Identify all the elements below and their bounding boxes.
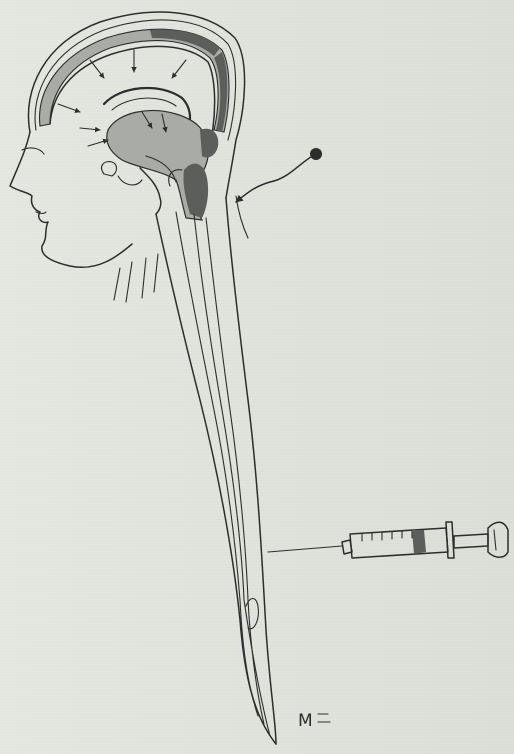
spinal-canal [156, 198, 276, 744]
cord-left [176, 212, 258, 716]
brain-region [40, 29, 229, 220]
flow-arrow [80, 128, 100, 130]
mouth-mark [36, 212, 46, 214]
annotation-label: M [298, 711, 313, 731]
neck-line-1 [114, 268, 120, 300]
cisterna-magna [200, 129, 218, 158]
frontal-sinus [102, 162, 117, 176]
syringe-needle [268, 546, 342, 552]
flow-arrow [90, 60, 104, 78]
neck-line-4 [154, 254, 158, 292]
annotation-dash-mark [318, 714, 330, 722]
neck-back-line [236, 196, 248, 238]
lateral-ventricle-inner [112, 98, 176, 110]
eye-mark [22, 148, 44, 154]
canal-outer-left [156, 214, 276, 744]
arrow-icon [236, 148, 322, 202]
neck-line-2 [126, 262, 132, 302]
syringe-barrel [350, 528, 448, 558]
pointer-arrow-knob [310, 148, 322, 160]
flow-arrow [88, 140, 108, 146]
canal-outer-right [226, 198, 276, 744]
syringe-rod [454, 534, 488, 548]
pointer-arrow-shaft [236, 154, 316, 202]
optic-loop [118, 176, 142, 185]
flow-arrow [58, 104, 80, 112]
syringe-thumb-line [494, 530, 496, 550]
pons-outline [140, 168, 161, 214]
flow-arrow [172, 60, 186, 78]
neck-line-3 [142, 258, 146, 298]
syringe-flange [446, 522, 454, 558]
syringe-icon [268, 522, 508, 558]
syringe-plunger-tip [412, 530, 426, 554]
syringe-thumb-rest [488, 522, 508, 557]
